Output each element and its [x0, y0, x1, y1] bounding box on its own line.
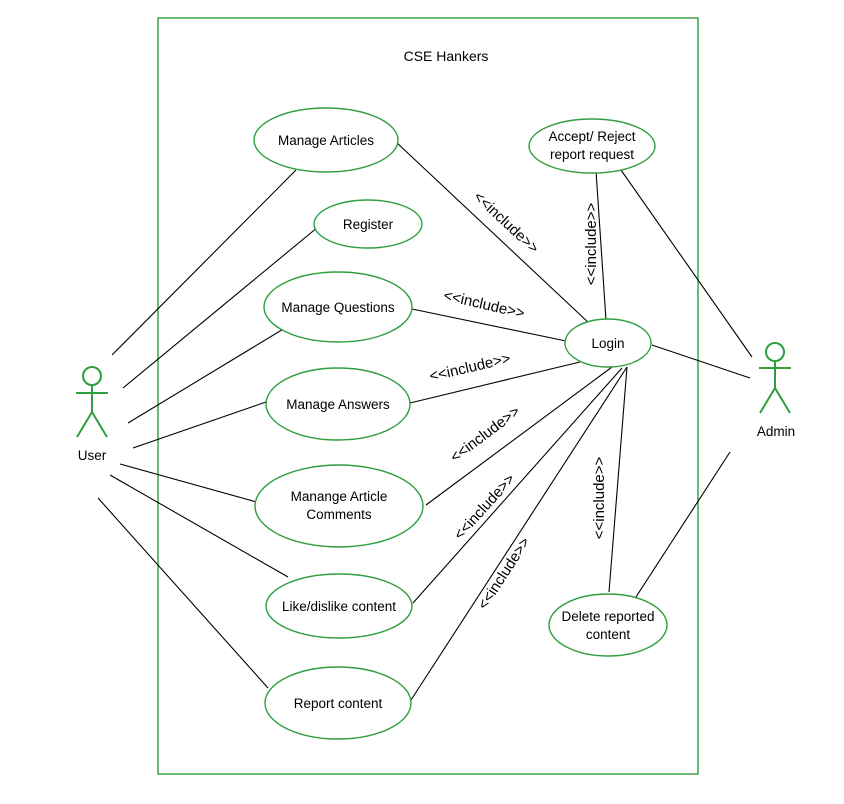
- include-label-manage-articles: <<include>>: [470, 188, 542, 257]
- use-case-report-content: Report content: [264, 666, 412, 740]
- assoc-user-manage-articles: [111, 169, 297, 356]
- use-case-manage-articles: Manage Articles: [253, 107, 399, 173]
- svg-text:report request: report request: [550, 147, 634, 162]
- include-manage-answers-login: [409, 361, 581, 404]
- use-case-article-comments: Manange Article Comments: [254, 464, 424, 548]
- assoc-user-register: [122, 226, 319, 389]
- use-case-manage-answers: Manage Answers: [265, 367, 411, 441]
- include-like-dislike-login: [412, 367, 623, 604]
- include-article-comments-login: [425, 366, 613, 506]
- svg-text:Like/dislike content: Like/dislike content: [282, 599, 396, 614]
- system-title: CSE Hankers: [404, 48, 489, 64]
- admin-actor-label: Admin: [757, 424, 795, 439]
- include-report-content-login: [410, 366, 628, 701]
- user-actor-label: User: [78, 448, 107, 463]
- user-actor-icon: [76, 366, 108, 438]
- assoc-user-report-content: [97, 497, 269, 689]
- include-manage-questions-login: [411, 308, 567, 342]
- assoc-user-article-comments: [119, 463, 261, 504]
- svg-text:Report content: Report content: [294, 696, 383, 711]
- use-case-accept-reject: Accept/ Reject report request: [528, 118, 656, 174]
- include-label-delete-reported: <<include>>: [591, 456, 608, 539]
- assoc-user-like-dislike: [109, 474, 289, 578]
- svg-text:Manage Answers: Manage Answers: [286, 397, 390, 412]
- use-case-delete-reported: Delete reported content: [548, 593, 668, 657]
- use-case-login: Login: [564, 318, 652, 368]
- include-label-accept-reject: <<include>>: [583, 202, 600, 285]
- include-delete-reported-login: [608, 366, 628, 593]
- assoc-admin-accept-reject: [620, 169, 753, 358]
- include-label-report-content: <<include>>: [475, 534, 534, 613]
- include-label-manage-answers: <<include>>: [428, 350, 513, 385]
- svg-text:Register: Register: [343, 217, 394, 232]
- assoc-user-manage-answers: [132, 401, 267, 449]
- svg-text:content: content: [586, 627, 631, 642]
- use-case-register: Register: [313, 199, 423, 249]
- use-case-manage-questions: Manage Questions: [263, 271, 413, 343]
- svg-text:Accept/ Reject: Accept/ Reject: [548, 129, 635, 144]
- svg-text:Login: Login: [591, 336, 624, 351]
- use-case-like-dislike: Like/dislike content: [265, 573, 413, 639]
- system-boundary: [157, 17, 699, 775]
- assoc-admin-login: [651, 344, 751, 379]
- svg-text:Comments: Comments: [306, 507, 372, 522]
- include-manage-articles-login: [395, 141, 591, 325]
- include-accept-reject-login: [595, 170, 607, 321]
- svg-text:Manange Article: Manange Article: [291, 489, 388, 504]
- svg-text:Manage Questions: Manage Questions: [281, 300, 395, 315]
- assoc-user-manage-questions: [127, 324, 291, 424]
- svg-text:Manage Articles: Manage Articles: [278, 133, 374, 148]
- admin-actor-icon: [759, 342, 791, 414]
- include-label-like-dislike: <<include>>: [451, 470, 519, 543]
- include-label-manage-questions: <<include>>: [442, 287, 527, 322]
- include-label-article-comments: <<include>>: [447, 403, 523, 466]
- assoc-admin-delete-reported: [633, 451, 731, 601]
- svg-text:Delete reported: Delete reported: [561, 609, 654, 624]
